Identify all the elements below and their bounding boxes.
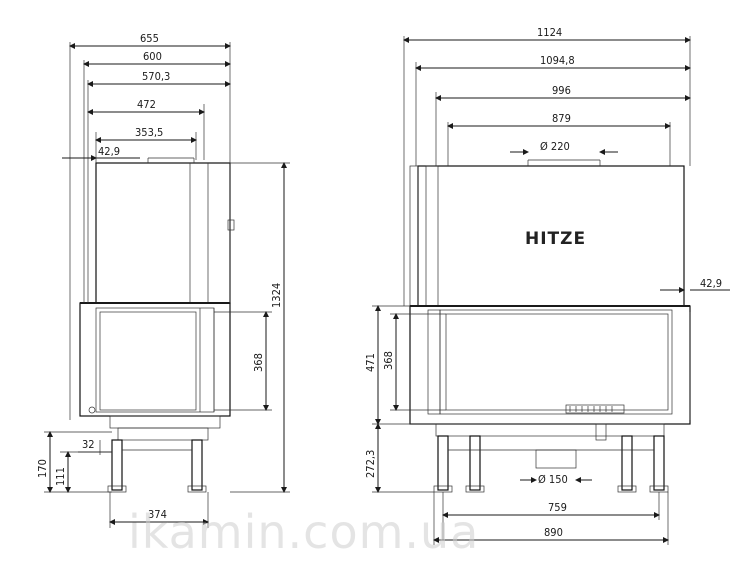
side-dim-32: 32 [82,438,95,451]
side-view: 655 600 570,3 472 353,5 42,9 1324 368 32… [36,32,290,528]
side-dim-353: 353,5 [135,126,163,139]
side-dim-368: 368 [252,353,265,372]
side-dim-42: 42,9 [98,145,120,158]
side-leg-left [111,439,123,491]
side-dim-111: 111 [54,467,67,486]
front-leg-3 [621,435,633,491]
front-lower-body [409,305,691,425]
front-dim-272: 272,3 [364,450,377,478]
side-leg-right [191,439,203,491]
hitze-logo: HITZE [525,229,586,249]
side-lower-body [79,302,231,417]
side-dim-374: 374 [148,508,167,521]
front-dim-1124: 1124 [537,26,562,39]
front-upper-body [417,165,685,307]
front-dim-368: 368 [382,351,395,370]
front-dim-d150: Ø 150 [538,473,568,486]
front-dim-1094: 1094,8 [540,54,575,67]
front-dim-996: 996 [552,84,571,97]
front-dim-890: 890 [544,526,563,539]
front-dim-d220: Ø 220 [540,140,570,153]
front-leg-4 [653,435,665,491]
front-dim-42: 42,9 [700,277,722,290]
front-dim-879: 879 [552,112,571,125]
watermark: ikamin.com.ua [128,505,479,559]
side-upper-body [95,162,231,304]
side-dim-170: 170 [36,459,49,478]
front-leg-1 [437,435,449,491]
front-leg-2 [469,435,481,491]
front-view: HITZE [364,26,730,545]
front-dim-471: 471 [364,353,377,372]
side-dim-472: 472 [137,98,156,111]
side-dim-570: 570,3 [142,70,170,83]
side-dim-600: 600 [143,50,162,63]
side-dim-655: 655 [140,32,159,45]
front-dim-759: 759 [548,501,567,514]
side-dim-1324: 1324 [270,283,283,308]
